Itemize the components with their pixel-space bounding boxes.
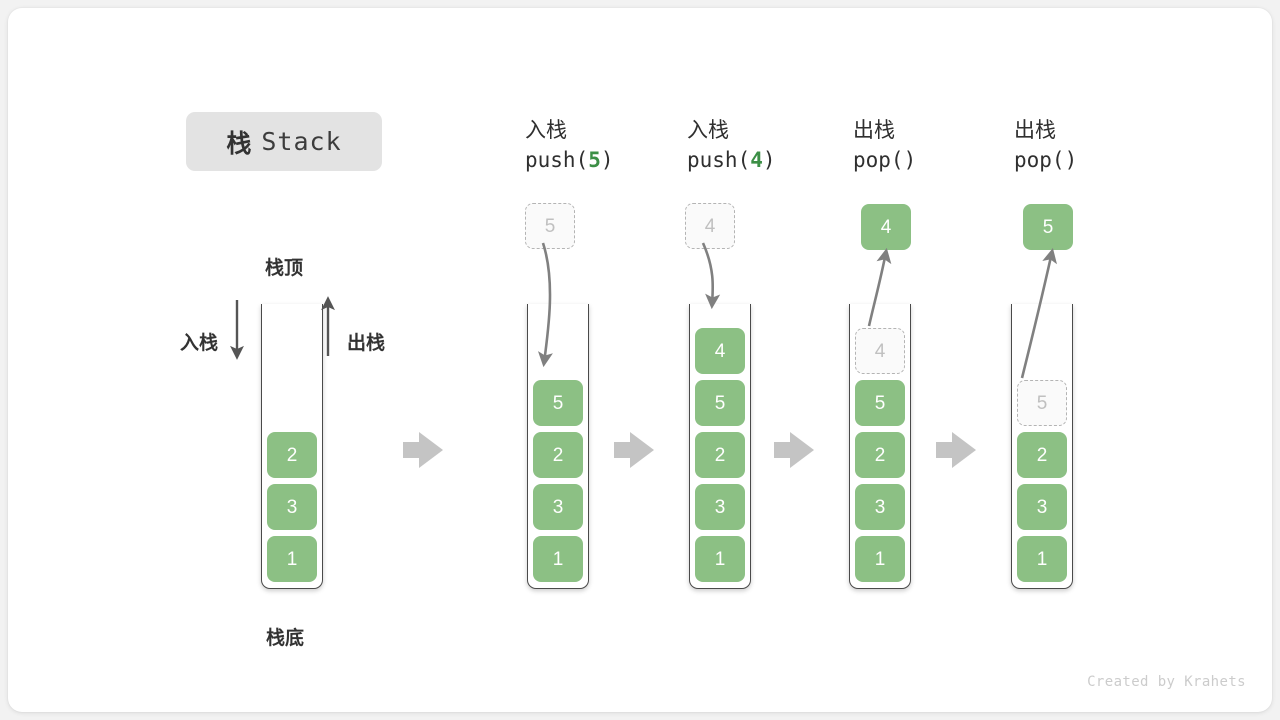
stack-cell: 5 <box>855 380 905 426</box>
stack-bottom-label: 栈底 <box>266 628 305 649</box>
stack-cell: 1 <box>267 536 317 582</box>
stack-top-label: 栈顶 <box>265 258 304 279</box>
stack-after-push-5: 1 3 2 5 <box>527 304 589 589</box>
op-code-arg: 4 <box>750 147 763 172</box>
floating-ghost-box: 5 <box>525 203 575 249</box>
op-label-pop-4: 出栈 pop() <box>853 116 916 176</box>
watermark: Created by Krahets <box>1087 674 1246 690</box>
op-label-push-5: 入栈 push(5) <box>525 116 614 176</box>
op-code-head: pop( <box>853 147 904 172</box>
step-arrow <box>614 432 654 468</box>
pop-direction-label: 出栈 <box>347 333 386 354</box>
stack-cell: 2 <box>855 432 905 478</box>
stack-cell: 2 <box>1017 432 1067 478</box>
stack-cell: 1 <box>1017 536 1067 582</box>
op-code-tail: ) <box>1064 147 1078 172</box>
title-en: Stack <box>261 127 342 156</box>
popped-value-box: 4 <box>861 204 911 250</box>
op-label-code: pop() <box>853 146 916 176</box>
removed-ghost-cell: 4 <box>855 328 905 374</box>
op-code-head: push( <box>687 147 751 172</box>
op-code-arg: 5 <box>588 147 601 172</box>
op-label-code: push(5) <box>525 146 614 176</box>
stack-initial: 1 3 2 <box>261 304 323 589</box>
stack-cell: 3 <box>695 484 745 530</box>
diagram-card: 栈 Stack 栈顶 入栈 出栈 1 3 2 栈底 入栈 push(5) 5 1… <box>8 8 1272 712</box>
step-arrow <box>774 432 814 468</box>
stack-cell: 2 <box>533 432 583 478</box>
stack-cell: 2 <box>695 432 745 478</box>
step-arrow <box>403 432 443 468</box>
popped-value-box: 5 <box>1023 204 1073 250</box>
op-label-cn: 入栈 <box>525 119 567 142</box>
title-cn: 栈 <box>226 129 252 158</box>
stack-after-push-4: 1 3 2 5 4 <box>689 304 751 589</box>
stack-cell: 5 <box>533 380 583 426</box>
stack-cell: 1 <box>855 536 905 582</box>
stack-after-pop-5: 1 3 2 5 <box>1011 304 1073 589</box>
push-4-arrow <box>701 242 721 310</box>
op-label-cn: 出栈 <box>1014 119 1056 142</box>
push-direction-label: 入栈 <box>180 333 219 354</box>
op-code-tail: ) <box>762 147 776 172</box>
op-label-cn: 出栈 <box>853 119 895 142</box>
stack-cell: 3 <box>533 484 583 530</box>
op-code-head: push( <box>525 147 589 172</box>
op-code-head: pop( <box>1014 147 1065 172</box>
op-code-tail: ) <box>903 147 917 172</box>
stack-cell: 1 <box>695 536 745 582</box>
diagram-title-badge: 栈 Stack <box>186 112 382 171</box>
stack-after-pop-4: 1 3 2 5 4 <box>849 304 911 589</box>
op-code-tail: ) <box>600 147 614 172</box>
op-label-code: pop() <box>1014 146 1077 176</box>
op-label-pop-5: 出栈 pop() <box>1014 116 1077 176</box>
stack-cell: 2 <box>267 432 317 478</box>
stack-cell: 3 <box>855 484 905 530</box>
stack-cell: 3 <box>267 484 317 530</box>
op-label-cn: 入栈 <box>687 119 729 142</box>
op-label-code: push(4) <box>687 146 776 176</box>
removed-ghost-cell: 5 <box>1017 380 1067 426</box>
stack-cell: 5 <box>695 380 745 426</box>
step-arrow <box>936 432 976 468</box>
stack-cell: 3 <box>1017 484 1067 530</box>
op-label-push-4: 入栈 push(4) <box>687 116 776 176</box>
floating-ghost-box: 4 <box>685 203 735 249</box>
stack-cell: 1 <box>533 536 583 582</box>
stack-cell: 4 <box>695 328 745 374</box>
